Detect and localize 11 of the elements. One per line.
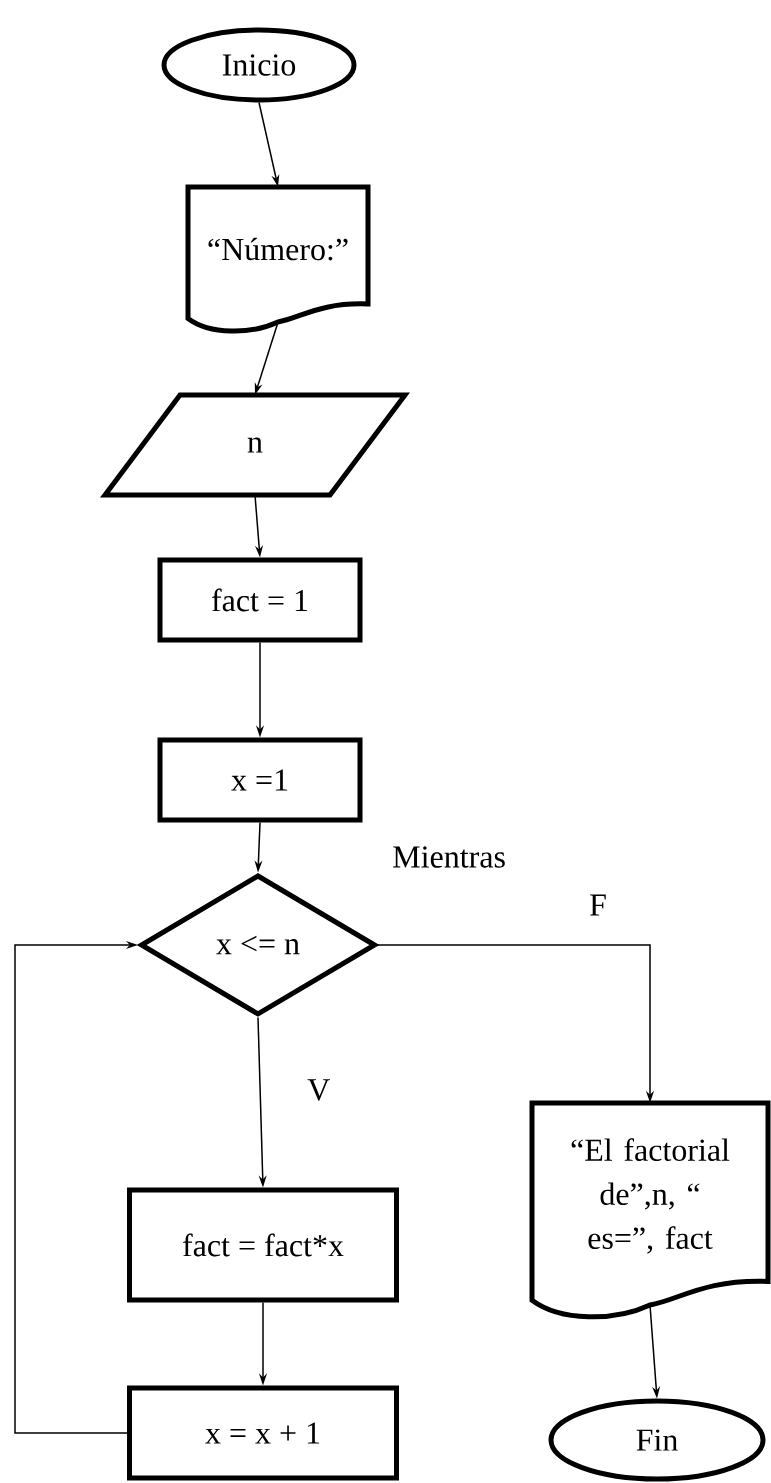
edge-label: V xyxy=(305,1077,333,1103)
edge-label: Mientras xyxy=(390,844,508,870)
process-box: x = x + 1 xyxy=(127,1385,399,1481)
process-box: fact = 1 xyxy=(157,557,363,643)
process-box: fact = fact*x xyxy=(127,1187,399,1303)
output-document: “El factorial de”,n, “ es=”, fact xyxy=(529,1100,771,1320)
process-box: x =1 xyxy=(157,737,363,823)
output-document: “Número:” xyxy=(185,184,371,334)
edge-label: F xyxy=(587,892,609,918)
terminal-oval: Inicio xyxy=(161,27,357,103)
terminal-oval: Fin xyxy=(548,1398,766,1482)
